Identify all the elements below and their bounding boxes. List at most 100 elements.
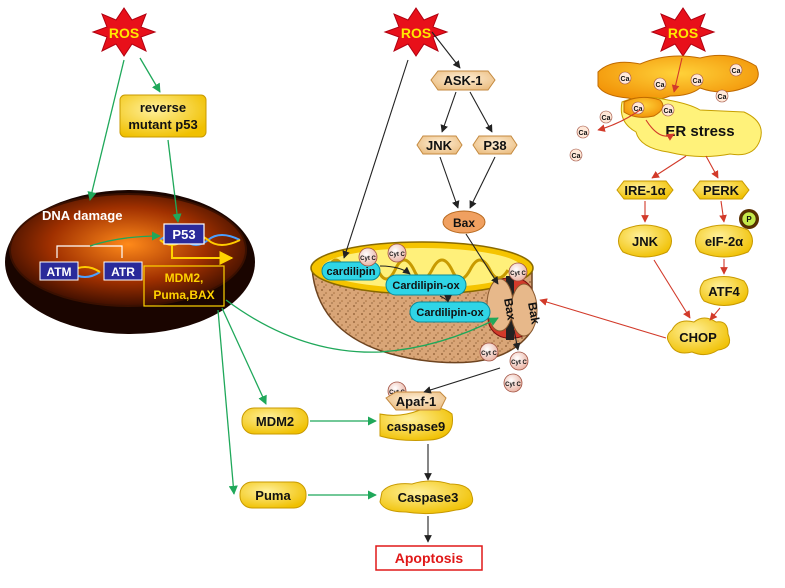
- arrow-ca-release-2: [645, 119, 675, 141]
- ca-ion-9: Ca: [576, 125, 590, 139]
- cardilipin-ox-label-1: Cardilipin-ox: [392, 280, 460, 292]
- jnk-label-mapk: JNK: [426, 138, 453, 153]
- jnk-label-er: JNK: [632, 234, 659, 249]
- cardilipin-ox-pill-1: Cardilipin-ox: [385, 274, 467, 296]
- ire1a-box: IRE-1α: [616, 180, 674, 200]
- svg-text:Ca: Ca: [602, 115, 611, 122]
- svg-text:Cyt C: Cyt C: [505, 382, 521, 388]
- p38-box: P38: [472, 135, 518, 155]
- arrow-ros-to-ask1: [431, 31, 461, 69]
- cardilipin-ox-label-2: Cardilipin-ox: [416, 307, 484, 319]
- arrow-atm-atr-to-p53: [89, 231, 161, 247]
- bax-cytosolic-label: Bax: [453, 216, 475, 230]
- svg-text:Ca: Ca: [664, 108, 673, 115]
- ca-ion-8: Ca: [599, 110, 613, 124]
- phosphate-badge: P: [739, 209, 759, 229]
- phosphate-label: P: [746, 215, 752, 224]
- atm-label: ATM: [46, 265, 71, 279]
- svg-text:Cyt C: Cyt C: [389, 252, 405, 258]
- ros-star-middle: ROS: [383, 7, 449, 57]
- caspase3-label: Caspase3: [398, 490, 459, 505]
- arrow-jnk-to-bax: [439, 156, 460, 209]
- apaf1-caspase9-complex: Apaf-1 caspase9: [379, 391, 454, 441]
- arrow-p38-to-bax: [469, 156, 496, 209]
- svg-text:Ca: Ca: [732, 68, 741, 75]
- svg-text:Ca: Ca: [572, 153, 581, 160]
- arrow-ros-to-dna-damage: [87, 59, 125, 201]
- p53-targets-line1: MDM2,: [165, 271, 204, 285]
- ca-ion-5: Ca: [715, 89, 729, 103]
- arrow-targets-to-mdm2: [221, 307, 267, 405]
- p53-label: P53: [172, 227, 195, 242]
- reverse-mutant-p53-line1: reverse: [140, 100, 186, 115]
- svg-text:Ca: Ca: [579, 130, 588, 137]
- red-arrows: [539, 57, 728, 339]
- svg-text:Cyt C: Cyt C: [360, 256, 376, 262]
- perk-label: PERK: [703, 183, 740, 198]
- ca-ion-7: Ca: [661, 103, 675, 117]
- arrow-ask1-to-jnk: [440, 91, 457, 133]
- mdm2-label: MDM2: [256, 414, 294, 429]
- ros-label-left: ROS: [109, 25, 139, 41]
- p38-label: P38: [483, 138, 506, 153]
- p53-targets-box: [143, 265, 225, 307]
- p53-box: [163, 223, 205, 245]
- puma-box: Puma: [239, 481, 307, 509]
- atm-box: [39, 261, 79, 281]
- arrow-cytc-to-apaf1: [423, 367, 501, 394]
- svg-text:Cyt C: Cyt C: [510, 271, 526, 277]
- atf4-label: ATF4: [708, 284, 740, 299]
- bax-pore-label: Bax: [501, 297, 519, 321]
- ros-star-left: ROS: [91, 7, 157, 57]
- ros-label-right: ROS: [668, 25, 698, 41]
- ca-ion-4: Ca: [729, 63, 743, 77]
- cytc-group: Cyt C Cyt C Cyt C Cyt C Cyt C Cyt C Cyt …: [358, 243, 529, 401]
- arrow-er-to-ire1a: [651, 155, 687, 179]
- jnk-box-er: JNK: [618, 224, 672, 258]
- bak-pore-label: Bak: [525, 301, 543, 325]
- apoptosis-label: Apoptosis: [395, 550, 464, 566]
- chop-label: CHOP: [679, 330, 717, 345]
- svg-text:Ca: Ca: [656, 82, 665, 89]
- arrow-ros-to-er: [671, 57, 683, 93]
- eif2a-box: eIF-2α: [695, 224, 753, 258]
- arrow-ca-release: [597, 109, 641, 132]
- er-stress-label: ER stress: [665, 123, 734, 140]
- arrow-reverse-p53-to-p53: [167, 139, 182, 223]
- atr-box: [103, 261, 143, 281]
- eif2a-label: eIF-2α: [705, 234, 743, 249]
- svg-text:Ca: Ca: [621, 76, 630, 83]
- black-arrows: [342, 31, 521, 543]
- calcium-ions: Ca Ca Ca Ca Ca Ca Ca Ca Ca Ca: [569, 63, 743, 162]
- cytc-5: Cyt C: [509, 351, 529, 371]
- arrow-er-to-perk: [705, 155, 719, 179]
- puma-label: Puma: [255, 488, 291, 503]
- ca-ion-2: Ca: [653, 77, 667, 91]
- bax-cytosolic: Bax: [442, 210, 486, 234]
- arrow-pore-to-cytc: [512, 329, 521, 351]
- ros-star-right: ROS: [650, 7, 716, 57]
- bracket-atm-atr: [56, 245, 123, 258]
- cytc-1: Cyt C: [358, 247, 378, 267]
- arrow-ox-to-ox: [439, 295, 452, 303]
- arrow-ros-to-cardilipin: [342, 59, 409, 259]
- jnk-box-mapk: JNK: [416, 135, 463, 155]
- arrow-targets-to-mito: [225, 299, 499, 353]
- arrow-bax-to-pore: [465, 233, 499, 285]
- cardilipin-pill: cardilipin: [321, 261, 381, 281]
- reverse-mutant-p53-line2: mutant p53: [128, 117, 197, 132]
- atr-label: ATR: [111, 265, 135, 279]
- svg-text:Ca: Ca: [634, 106, 643, 113]
- endoplasmic-reticulum: ER stress: [597, 54, 762, 158]
- caspase3-shape: Caspase3: [379, 480, 474, 515]
- perk-box: PERK: [692, 180, 750, 200]
- apoptosis-box: Apoptosis: [375, 545, 483, 571]
- svg-text:Cyt C: Cyt C: [511, 360, 527, 366]
- nucleus: DNA damage ATM ATR P53 MDM2, Puma,BAX: [5, 190, 255, 334]
- dna-damage-label: DNA damage: [42, 208, 122, 223]
- ros-label-middle: ROS: [401, 25, 431, 41]
- chop-box: CHOP: [666, 317, 731, 356]
- p53-transcription-arrow: [171, 245, 234, 265]
- ask1-label: ASK-1: [443, 73, 482, 88]
